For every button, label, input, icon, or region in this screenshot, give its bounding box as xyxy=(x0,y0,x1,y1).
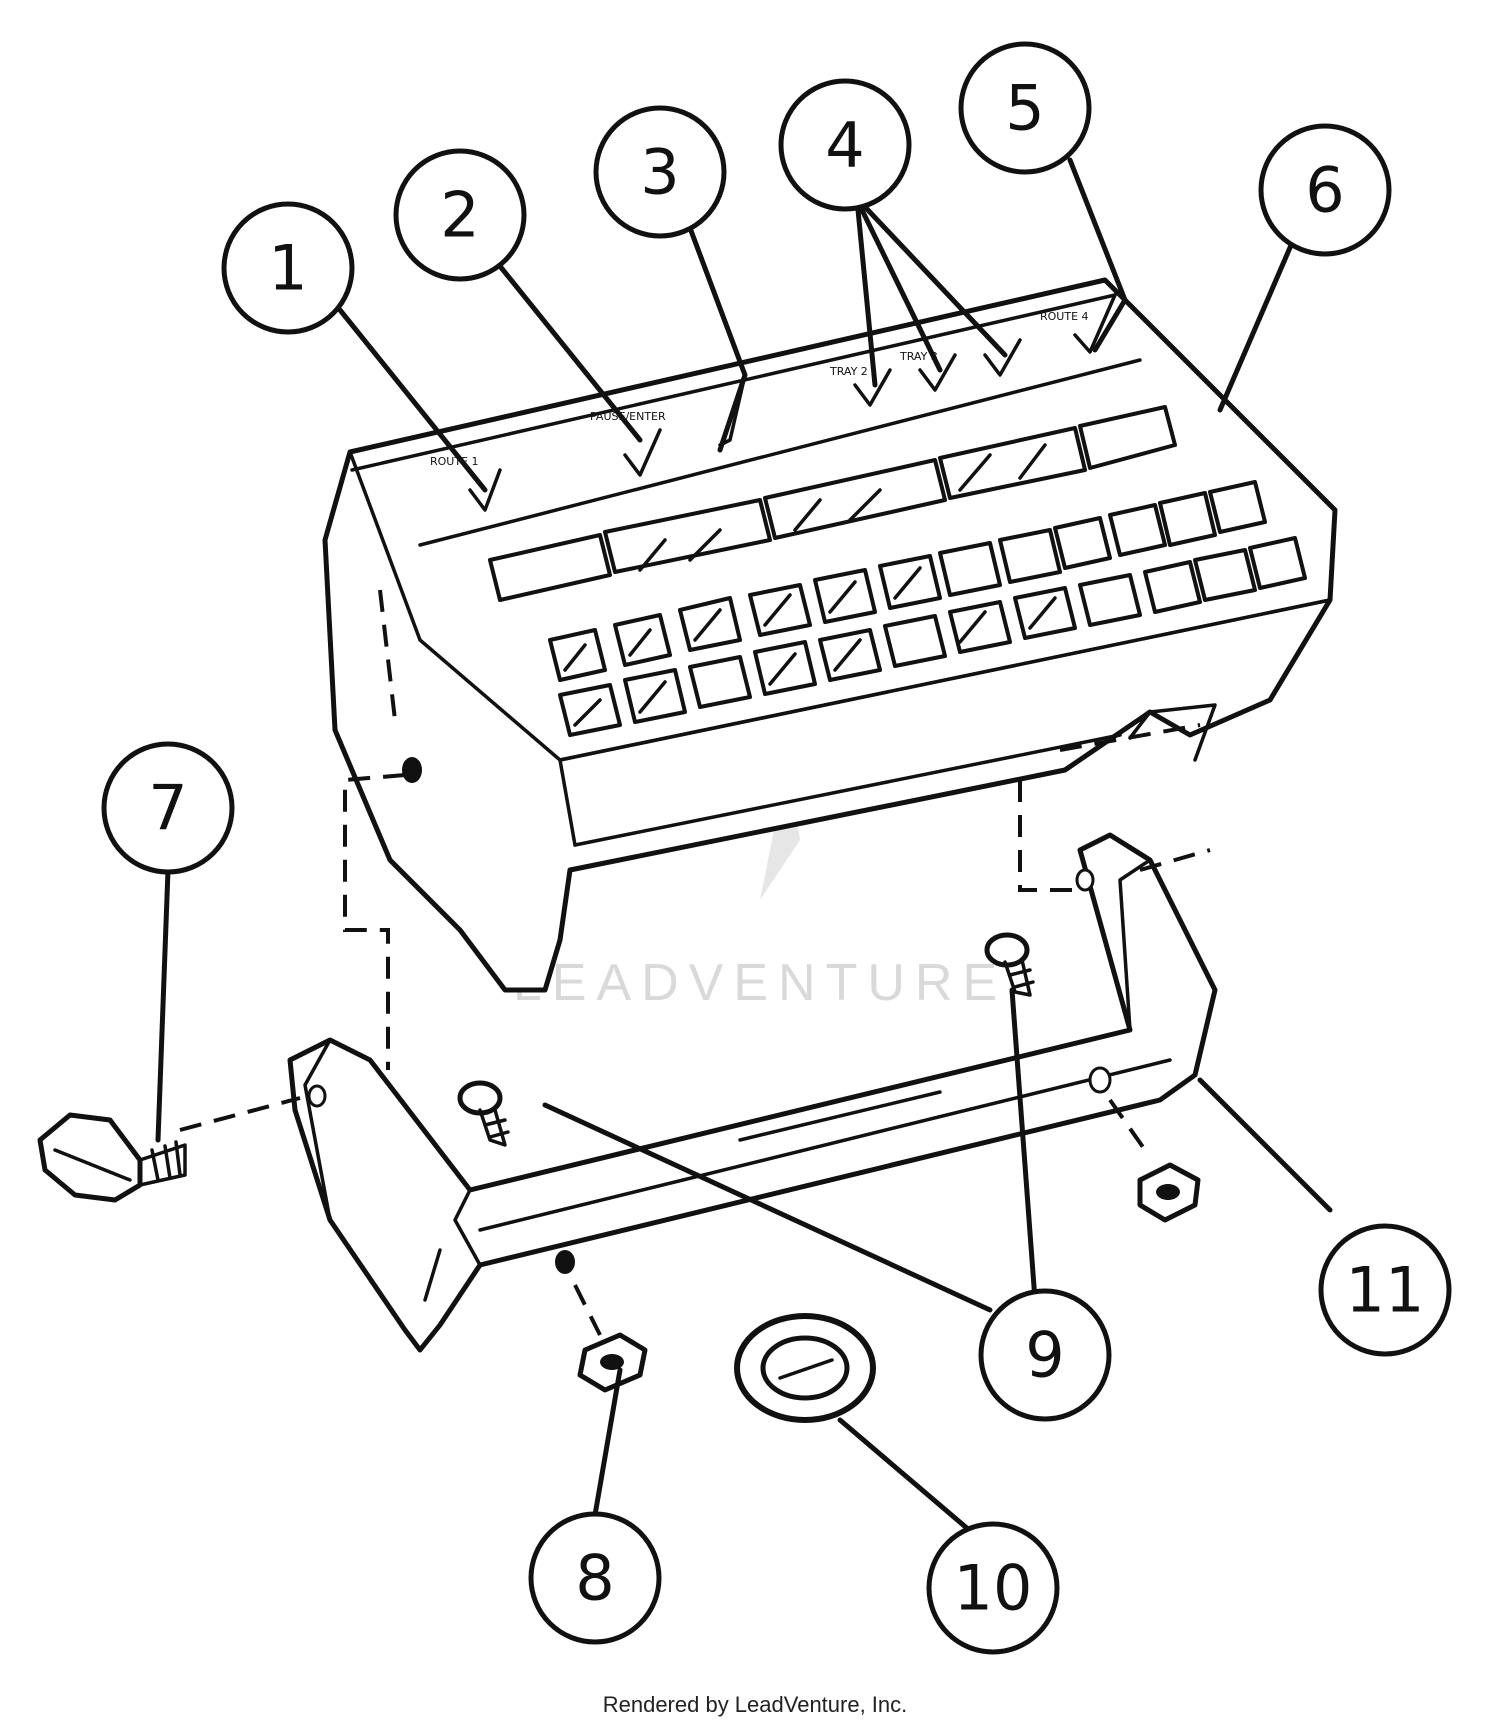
callout-6-label: 6 xyxy=(1305,154,1344,227)
display-windows xyxy=(488,405,1177,602)
watermark-text: LEADVENTURE xyxy=(513,954,1007,1012)
svg-text:ROUTE 1: ROUTE 1 xyxy=(430,455,479,468)
credit-text: Rendered by LeadVenture, Inc. xyxy=(603,1692,908,1717)
decal-checkmarks: ROUTE 1 PAUSE/ENTER TRAY 2 TRAY 3 ROUTE … xyxy=(430,293,1117,512)
grommet-part-10 xyxy=(734,1313,876,1423)
callout-3: 3 xyxy=(593,105,727,239)
alignment-lines xyxy=(179,773,1211,1336)
callout-2-label: 2 xyxy=(440,179,479,252)
callout-5-label: 5 xyxy=(1005,72,1044,145)
callout-5: 5 xyxy=(958,41,1092,175)
callout-4-label: 4 xyxy=(825,109,864,182)
callout-8: 8 xyxy=(528,1511,662,1645)
callout-11-label: 11 xyxy=(1346,1254,1425,1327)
callout-9: 9 xyxy=(978,1288,1112,1422)
callout-3-label: 3 xyxy=(640,136,679,209)
bolt-right-part-9 xyxy=(984,932,1035,997)
keypad xyxy=(548,480,1307,737)
callout-1: 1 xyxy=(221,201,355,335)
callout-1-label: 1 xyxy=(268,232,307,305)
screw-part-7 xyxy=(37,1112,187,1203)
callout-6: 6 xyxy=(1258,123,1392,257)
leader-lines xyxy=(155,157,1333,1538)
callout-10-label: 10 xyxy=(954,1552,1033,1625)
callout-7: 7 xyxy=(101,741,235,875)
callout-4: 4 xyxy=(778,78,912,212)
svg-text:TRAY 2: TRAY 2 xyxy=(829,365,868,378)
callout-11: 11 xyxy=(1318,1223,1452,1357)
svg-text:TRAY 3: TRAY 3 xyxy=(899,350,938,363)
svg-text:PAUSE/ENTER: PAUSE/ENTER xyxy=(590,410,666,423)
control-panel-housing: ROUTE 1 PAUSE/ENTER TRAY 2 TRAY 3 ROUTE … xyxy=(322,277,1338,993)
nut-right xyxy=(1137,1162,1201,1223)
mounting-bracket xyxy=(287,832,1218,1353)
callout-2: 2 xyxy=(393,148,527,282)
svg-text:ROUTE 4: ROUTE 4 xyxy=(1040,310,1089,323)
nut-part-8 xyxy=(577,1332,648,1393)
bolt-left-part-9 xyxy=(457,1080,510,1147)
callout-9-label: 9 xyxy=(1025,1319,1064,1392)
callouts: 1 2 3 4 5 6 7 8 xyxy=(101,41,1452,1655)
callout-10: 10 xyxy=(926,1521,1060,1655)
hardware xyxy=(37,932,1201,1423)
callout-8-label: 8 xyxy=(575,1542,614,1615)
callout-7-label: 7 xyxy=(148,772,187,845)
